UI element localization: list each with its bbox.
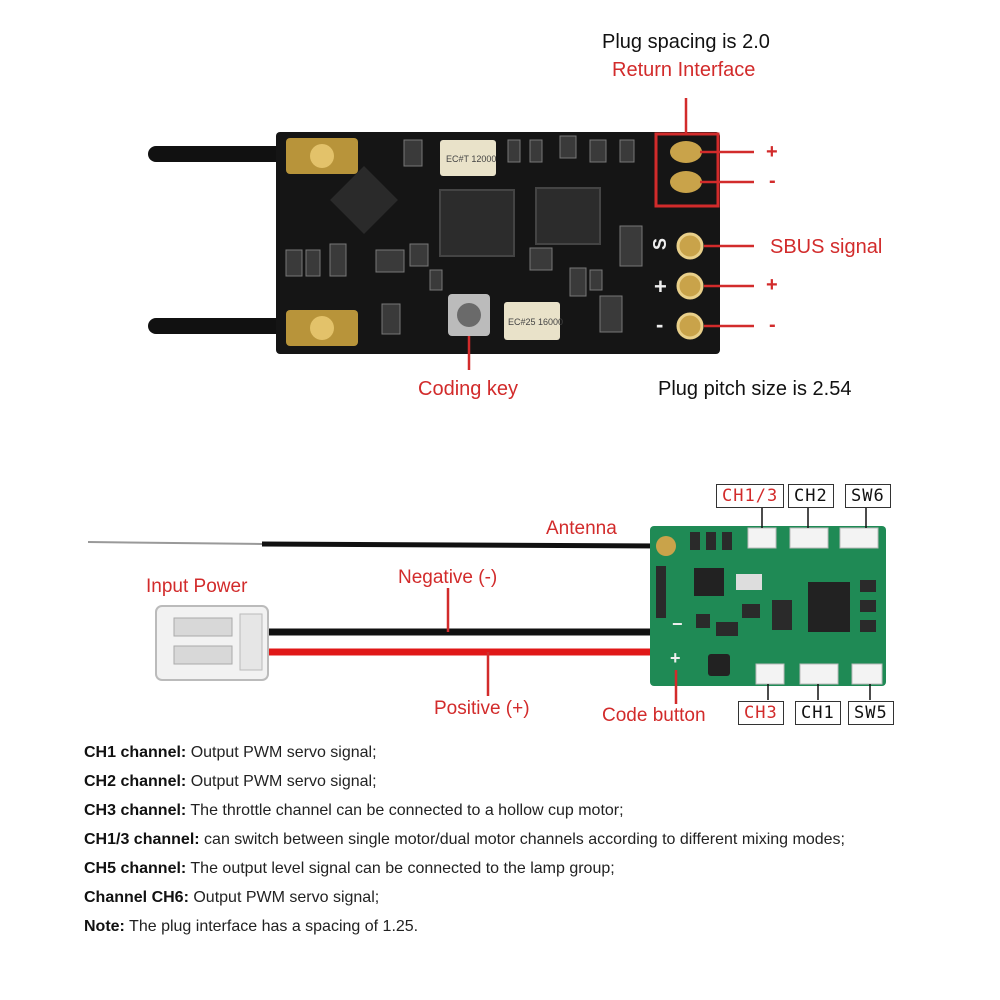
return-interface-label: Return Interface: [612, 59, 756, 81]
ipex-connector-bottom: [286, 310, 358, 346]
note-ch3-text: The throttle channel can be connected to…: [186, 802, 624, 819]
return-pad-plus: [670, 141, 702, 163]
note-ch6-text: Output PWM servo signal;: [188, 889, 380, 906]
channel-notes: CH1 channel: Output PWM servo signal; CH…: [84, 738, 984, 941]
plug-pitch-label: Plug pitch size is 2.54: [658, 378, 852, 400]
note-spacing-text: The plug interface has a spacing of 1.25…: [124, 918, 419, 935]
sbus-plus-label: +: [766, 274, 778, 296]
top-callout-lines: [467, 98, 754, 370]
sbus-pad-plus: [676, 272, 704, 300]
ipex-connector-top: [286, 138, 358, 174]
note-ch1-text: Output PWM servo signal;: [186, 744, 377, 761]
note-ch2-key: CH2 channel:: [84, 773, 187, 790]
note-ch3: CH3 channel: The throttle channel can be…: [84, 796, 984, 825]
negative-label: Negative (-): [398, 567, 498, 588]
tag-ch1: CH1: [795, 701, 841, 725]
silk-minus: -: [656, 312, 663, 337]
plug-spacing-label: Plug spacing is 2.0: [602, 31, 770, 53]
note-ch13-key: CH1/3 channel:: [84, 831, 200, 848]
note-ch3-key: CH3 channel:: [84, 802, 187, 819]
return-minus-label: -: [769, 170, 776, 192]
sbus-minus-label: -: [769, 314, 776, 336]
input-power-label: Input Power: [146, 576, 248, 597]
positive-label: Positive (+): [434, 698, 530, 719]
note-ch13: CH1/3 channel: can switch between single…: [84, 825, 984, 854]
note-ch6: Channel CH6: Output PWM servo signal;: [84, 883, 984, 912]
note-ch13-text: can switch between single motor/dual mot…: [199, 831, 845, 848]
code-button-label: Code button: [602, 705, 706, 726]
note-ch5-key: CH5 channel:: [84, 860, 187, 877]
note-ch1-key: CH1 channel:: [84, 744, 187, 761]
antenna-label: Antenna: [546, 518, 617, 539]
note-spacing: Note: The plug interface has a spacing o…: [84, 912, 984, 941]
sbus-pad-s: [676, 232, 704, 260]
note-spacing-key: Note:: [84, 918, 125, 935]
tag-sw6: SW6: [845, 484, 891, 508]
tag-ch2: CH2: [788, 484, 834, 508]
sbus-pad-minus: [676, 312, 704, 340]
crystal-bottom: [504, 302, 560, 340]
smd-components: [285, 135, 643, 335]
antenna-wire-bottom: [148, 318, 288, 334]
sbus-signal-label: SBUS signal: [770, 236, 883, 258]
chip-diamond: [330, 166, 398, 234]
chip-main: [439, 189, 515, 257]
crystal-top: [440, 140, 496, 176]
silk-plus: +: [654, 274, 667, 299]
tag-sw5: SW5: [848, 701, 894, 725]
note-ch2-text: Output PWM servo signal;: [186, 773, 377, 790]
crystal-top-text: EC#T 12000: [446, 154, 496, 164]
crystal-bottom-text: EC#25 16000: [508, 317, 563, 327]
silk-s: S: [650, 238, 670, 250]
note-ch5: CH5 channel: The output level signal can…: [84, 854, 984, 883]
return-plus-label: +: [766, 141, 778, 163]
note-ch1: CH1 channel: Output PWM servo signal;: [84, 738, 984, 767]
note-ch6-key: Channel CH6:: [84, 889, 189, 906]
chip-secondary: [535, 187, 601, 245]
tag-ch13: CH1/3: [716, 484, 785, 508]
antenna-wire-top: [148, 146, 288, 162]
tag-ch3: CH3: [738, 701, 784, 725]
coding-key-label: Coding key: [418, 378, 519, 400]
return-pad-minus: [670, 171, 702, 193]
note-ch5-text: The output level signal can be connected…: [186, 860, 615, 877]
note-ch2: CH2 channel: Output PWM servo signal;: [84, 767, 984, 796]
